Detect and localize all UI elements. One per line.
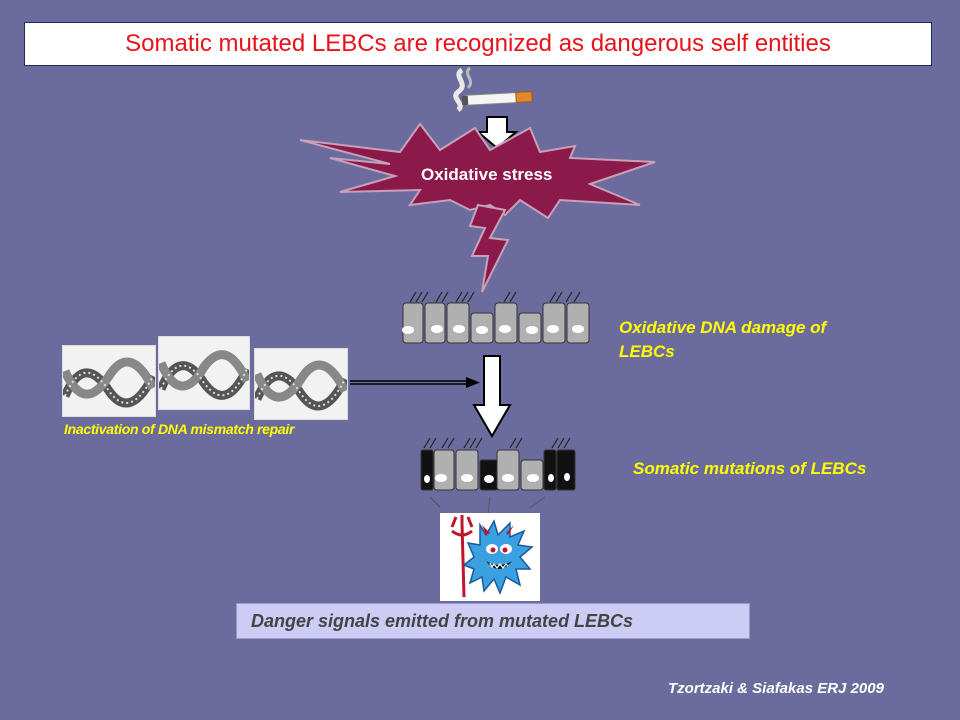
cell-row-damaged <box>402 291 590 344</box>
lightning-icon <box>468 203 510 293</box>
danger-label: Danger signals emitted from mutated LEBC… <box>251 610 634 631</box>
dna-helix-icon <box>62 345 156 417</box>
signal-lines <box>429 496 546 515</box>
devil-cell-icon <box>440 513 540 601</box>
stress-label: Oxidative stress <box>421 165 553 184</box>
damage-label-line1: Oxidative DNA damage of <box>619 318 827 337</box>
burst-icon <box>299 122 656 220</box>
citation: Tzortzaki & Siafakas ERJ 2009 <box>668 680 884 697</box>
smoke-icon <box>453 66 473 112</box>
danger-signals-box: Danger signals emitted from mutated LEBC… <box>236 603 750 639</box>
cigarette-icon <box>461 91 533 106</box>
arrow-right-icon <box>350 377 480 388</box>
mismatch-label: Inactivation of DNA mismatch repair <box>64 421 295 437</box>
cell-row-mutated <box>420 437 576 491</box>
title-box: Somatic mutated LEBCs are recognized as … <box>24 22 932 66</box>
slide-title: Somatic mutated LEBCs are recognized as … <box>125 30 831 57</box>
arrow-down-icon <box>472 355 512 438</box>
damage-label-line2: LEBCs <box>619 342 675 361</box>
dna-helix-icon <box>254 348 348 420</box>
dna-helix-icon <box>158 336 250 410</box>
mutations-label: Somatic mutations of LEBCs <box>633 459 867 478</box>
